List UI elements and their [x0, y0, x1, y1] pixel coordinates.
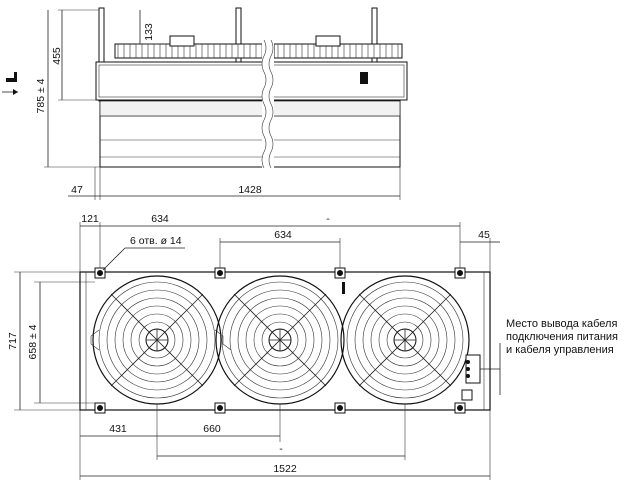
dim-hole-spacing-vertical: 658 ± 4	[27, 324, 39, 359]
cable-note-line-1: Место вывода кабеля	[506, 318, 617, 330]
side-dimensions: 133 455 785 ± 4 47 1428	[2, 9, 401, 200]
dim-length: 1428	[238, 184, 262, 196]
dim-left-offset: 47	[71, 184, 83, 196]
fan-guards-top	[114, 35, 403, 59]
dim-fan-pitch: 660	[203, 423, 221, 435]
dim-hole-pitch-unknown: -	[326, 213, 330, 225]
cable-note-line-2: подключения питания	[506, 331, 618, 343]
dim-end-to-hole: 45	[478, 229, 490, 241]
dim-first-fan-center: 431	[109, 423, 127, 435]
plan-dimensions: 121 634 - 634 45 6 отв. ø 14 717	[7, 213, 500, 480]
holes-label: 6 отв. ø 14	[130, 235, 182, 247]
dim-fan-span: -	[279, 443, 283, 455]
dim-edge-to-hole: 121	[81, 213, 99, 225]
dim-upper-height: 455	[51, 47, 63, 65]
dim-total-height: 785 ± 4	[35, 78, 47, 113]
dim-hole-pitch-1: 634	[151, 213, 169, 225]
cable-entry-box	[342, 282, 481, 401]
fans	[90, 275, 470, 405]
unit-body	[79, 271, 491, 411]
dim-overall-width: 717	[7, 332, 19, 350]
fan-2	[215, 275, 345, 405]
dim-fan-height: 133	[143, 23, 155, 41]
dim-hole-pitch-2: 634	[274, 229, 292, 241]
cable-note: Место вывода кабеля подключения питания …	[480, 318, 618, 395]
fan-3	[340, 275, 470, 405]
dim-overall-length: 1522	[273, 463, 297, 475]
cable-note-line-3: и кабеля управления	[506, 344, 614, 356]
break-line	[261, 39, 274, 170]
plan-view: 121 634 - 634 45 6 отв. ø 14 717	[7, 213, 618, 480]
side-view: 133 455 785 ± 4 47 1428	[2, 7, 408, 200]
housing	[95, 61, 408, 101]
fan-1	[90, 275, 232, 405]
coil-section	[99, 100, 401, 168]
